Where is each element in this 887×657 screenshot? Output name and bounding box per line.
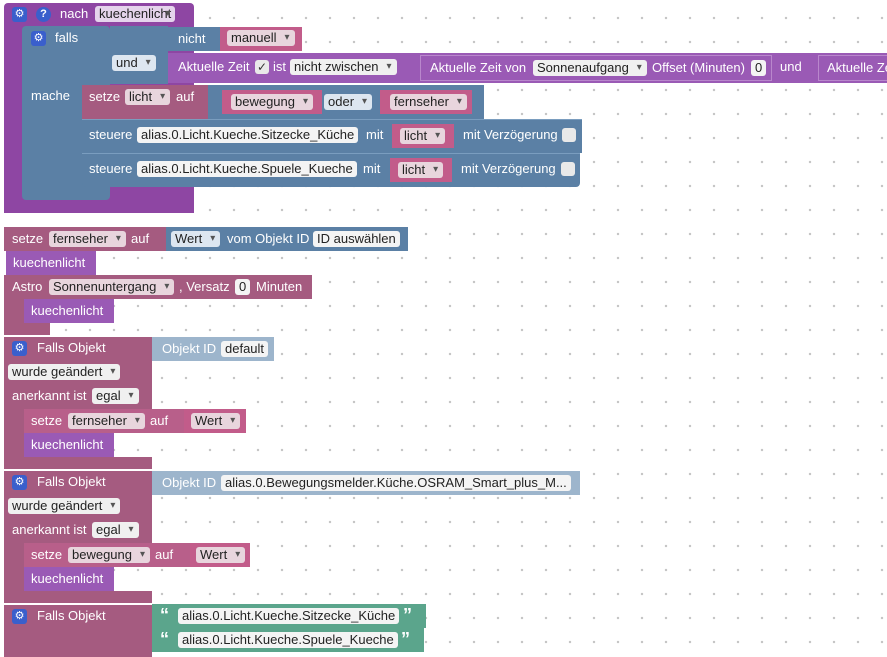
astro-label: Astro: [12, 279, 43, 294]
sunrise-dropdown[interactable]: Sonnenaufgang: [533, 60, 647, 76]
kuechenlicht-label: kuechenlicht: [13, 255, 86, 270]
gear-icon[interactable]: ⚙: [12, 7, 27, 22]
minuten-label: Minuten: [256, 279, 303, 294]
value-dropdown[interactable]: Wert: [196, 547, 246, 563]
on-object-bottom: [4, 457, 152, 469]
auf-label: auf: [155, 547, 174, 562]
and-dropdown[interactable]: und: [112, 55, 156, 71]
or-dropdown[interactable]: oder: [324, 94, 373, 110]
licht-dropdown[interactable]: licht: [400, 128, 446, 144]
bewegung-dropdown[interactable]: bewegung: [231, 94, 313, 110]
nach-label: nach: [60, 6, 89, 21]
kuechenlicht-trigger[interactable]: [24, 299, 114, 323]
setze-label: setze: [31, 413, 63, 428]
open-quote-icon: “: [160, 605, 169, 625]
on-object-bottom: [4, 591, 152, 603]
gear-icon[interactable]: ⚙: [12, 341, 27, 356]
offset-label: Offset (Minuten): [652, 60, 745, 75]
gear-icon[interactable]: ⚙: [12, 609, 27, 624]
versatz-field[interactable]: 0: [235, 279, 251, 295]
verzoegerung-label: mit Verzögerung: [463, 127, 558, 142]
event-name-field[interactable]: kuechenlicht: [95, 6, 176, 22]
id-select-field[interactable]: ID auswählen: [313, 231, 400, 247]
steuere-label: steuere: [89, 161, 133, 176]
var-dropdown[interactable]: bewegung: [68, 547, 150, 563]
licht-dropdown[interactable]: licht: [398, 162, 444, 178]
aktuelle-zeit-label-2: Aktuelle Zeit: [827, 60, 887, 75]
steuere-label: steuere: [89, 127, 133, 142]
setze-label: setze: [31, 547, 63, 562]
object-id-field[interactable]: alias.0.Bewegungsmelder.Küche.OSRAM_Smar…: [221, 475, 571, 491]
und-label: und: [780, 59, 802, 74]
anerkannt-label: anerkannt ist: [12, 522, 87, 537]
object-id-field[interactable]: alias.0.Licht.Kueche.Spuele_Kueche: [137, 161, 357, 177]
falls-objekt-label: Falls Objekt: [37, 340, 106, 355]
objekt-id-label: Objekt ID: [162, 341, 217, 356]
astro-time-block-2[interactable]: [818, 55, 887, 81]
time-checkbox[interactable]: ✓: [255, 60, 269, 74]
ack-dropdown[interactable]: egal: [92, 388, 139, 404]
gear-icon[interactable]: ⚙: [12, 475, 27, 490]
kuechenlicht-trigger[interactable]: [24, 567, 114, 591]
var-dropdown[interactable]: fernseher: [49, 231, 126, 247]
falls-objekt-label: Falls Objekt: [37, 474, 106, 489]
delay-checkbox[interactable]: [561, 162, 575, 176]
sunset-dropdown[interactable]: Sonnenuntergang: [49, 279, 175, 295]
manuell-dropdown[interactable]: manuell: [227, 30, 295, 46]
setze-label: setze: [89, 89, 121, 104]
mit-label: mit: [366, 127, 384, 142]
var-dropdown[interactable]: fernseher: [68, 413, 145, 429]
auf-label: auf: [131, 231, 150, 246]
close-quote-icon: ”: [401, 629, 410, 649]
value-dropdown[interactable]: Wert: [191, 413, 241, 429]
string-field[interactable]: alias.0.Licht.Kueche.Sitzecke_Küche: [178, 608, 400, 624]
string-field[interactable]: alias.0.Licht.Kueche.Spuele_Kueche: [178, 632, 398, 648]
mache-label: mache: [31, 88, 71, 103]
astro-bottom: [4, 323, 50, 335]
verzoegerung-label: mit Verzögerung: [461, 161, 556, 176]
close-quote-icon: ”: [403, 605, 412, 625]
aktuelle-zeit-von-label: Aktuelle Zeit von: [430, 60, 527, 75]
falls-objekt-label: Falls Objekt: [37, 608, 106, 623]
event-handler-bottom: [4, 203, 194, 213]
object-id-field[interactable]: default: [221, 341, 269, 357]
trigger-type-dropdown[interactable]: wurde geändert: [8, 364, 121, 380]
on-object-body: [4, 543, 24, 593]
falls-label: falls: [55, 30, 79, 45]
on-object-body: [4, 409, 24, 459]
kuechenlicht-label: kuechenlicht: [31, 303, 104, 318]
anerkannt-label: anerkannt ist: [12, 388, 87, 403]
offset-field[interactable]: 0: [751, 60, 767, 76]
aktuelle-zeit-label: Aktuelle Zeit: [178, 59, 250, 74]
compare-dropdown[interactable]: nicht zwischen: [290, 59, 397, 75]
gear-icon[interactable]: ⚙: [31, 31, 46, 46]
kuechenlicht-label: kuechenlicht: [31, 437, 104, 452]
help-icon[interactable]: ?: [36, 7, 51, 22]
trigger-type-dropdown[interactable]: wurde geändert: [8, 498, 121, 514]
value-dropdown[interactable]: Wert: [171, 231, 221, 247]
var-dropdown[interactable]: licht: [125, 89, 171, 105]
objekt-id-label: Objekt ID: [162, 475, 217, 490]
kuechenlicht-trigger[interactable]: [6, 251, 96, 275]
vom-objekt-label: vom Objekt ID: [227, 231, 310, 246]
kuechenlicht-trigger[interactable]: [24, 433, 114, 457]
versatz-label: , Versatz: [179, 279, 230, 294]
ist-label: ist: [273, 59, 286, 74]
delay-checkbox[interactable]: [562, 128, 576, 142]
on-object-block[interactable]: [4, 605, 152, 657]
setze-label: setze: [12, 231, 44, 246]
auf-label: auf: [176, 89, 195, 104]
object-id-field[interactable]: alias.0.Licht.Kueche.Sitzecke_Küche: [137, 127, 359, 143]
kuechenlicht-label: kuechenlicht: [31, 571, 104, 586]
fernseher-dropdown[interactable]: fernseher: [390, 94, 467, 110]
ack-dropdown[interactable]: egal: [92, 522, 139, 538]
mit-label: mit: [363, 161, 381, 176]
nicht-label: nicht: [178, 31, 206, 46]
auf-label: auf: [150, 413, 169, 428]
open-quote-icon: “: [160, 629, 169, 649]
